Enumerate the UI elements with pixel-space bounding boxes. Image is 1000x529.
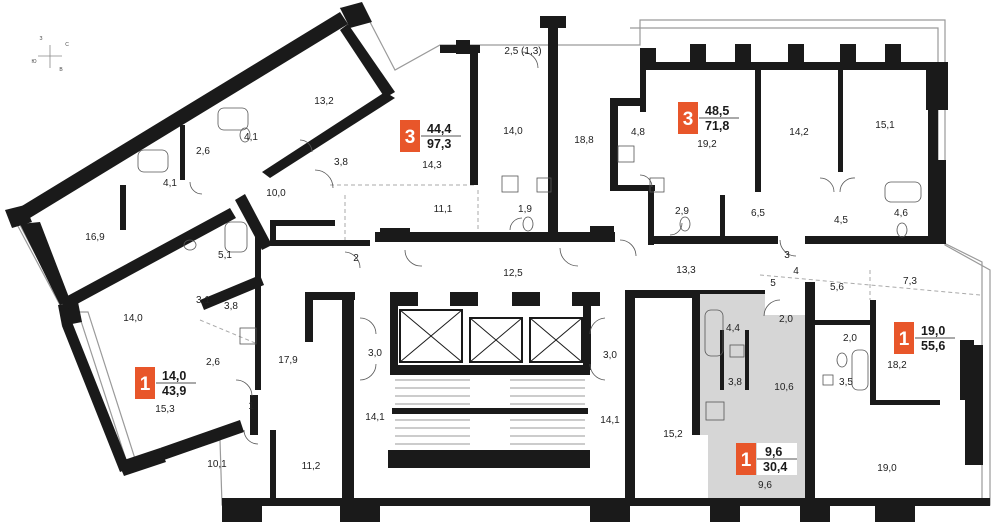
room-label: 15,1 (875, 120, 895, 131)
apartment-badge-3-b[interactable]: 3 48,5 71,8 (678, 102, 739, 134)
room-label: 14,0 (123, 313, 143, 324)
room-label: 4,1 (244, 132, 258, 143)
room-label: 10,1 (207, 459, 227, 470)
compass-west: Ю (31, 59, 36, 65)
room-label: 2 (353, 253, 359, 264)
bathroom-fixtures (137, 107, 922, 421)
apartment-total-area: 43,9 (162, 384, 186, 398)
room-label: 3,8 (334, 157, 348, 168)
compass-south: В (59, 67, 63, 73)
apartment-living-area: 9,6 (765, 445, 782, 459)
room-label: 3,5 (839, 377, 853, 388)
room-label: 19,2 (697, 139, 717, 150)
apartment-rooms-count: 3 (683, 109, 694, 130)
room-label: 4 (793, 266, 799, 277)
room-label: 4,8 (631, 127, 645, 138)
room-label: 6,5 (751, 208, 765, 219)
room-label: 4,1 (163, 178, 177, 189)
apartment-rooms-count: 3 (405, 127, 416, 148)
apartment-living-area: 14,0 (162, 369, 186, 383)
room-label: 4,5 (834, 215, 848, 226)
room-label: 2,6 (206, 357, 220, 368)
apartment-total-area: 30,4 (763, 460, 787, 474)
room-label: 4,4 (726, 323, 740, 334)
room-label: 2,0 (843, 333, 857, 344)
room-label: 3,8 (728, 377, 742, 388)
room-label: 9,6 (758, 480, 772, 491)
room-label: 14,2 (789, 127, 809, 138)
room-label: 1 (248, 401, 254, 412)
room-label: 3,0 (368, 348, 382, 359)
apartment-total-area: 71,8 (705, 119, 729, 133)
room-label: 16,9 (85, 232, 105, 243)
room-label: 3,1 (196, 295, 210, 306)
apartment-total-area: 97,3 (427, 137, 451, 151)
apartment-living-area: 44,4 (427, 122, 451, 136)
room-label: 3,8 (224, 301, 238, 312)
room-label: 3 (784, 250, 790, 261)
room-label: 18,8 (574, 135, 594, 146)
compass-rose: З С Ю В (31, 36, 69, 73)
apartment-total-area: 55,6 (921, 339, 945, 353)
apartment-badge-1-a[interactable]: 1 19,0 55,6 (894, 322, 955, 354)
room-label: 4,6 (894, 208, 908, 219)
staircase (392, 379, 588, 445)
elevator-shafts (399, 309, 583, 363)
door-swings (189, 51, 856, 445)
apartment-rooms-count: 1 (741, 450, 752, 471)
room-label: 15,2 (663, 429, 683, 440)
room-label: 10,0 (266, 188, 286, 199)
apartment-living-area: 19,0 (921, 324, 945, 338)
room-label: 3,0 (603, 350, 617, 361)
room-label: 14,1 (600, 415, 620, 426)
room-label: 13,2 (314, 96, 334, 107)
room-label: 7,3 (903, 276, 917, 287)
room-label: 11,1 (434, 204, 453, 215)
room-label: 5,1 (218, 250, 232, 261)
room-label: 12,5 (503, 268, 523, 279)
room-label: 2,5 (1,3) (504, 46, 541, 57)
compass-north: З (39, 36, 42, 42)
walls (5, 2, 990, 522)
room-label: 14,3 (422, 160, 442, 171)
apartment-badge-3-a[interactable]: 3 44,4 97,3 (400, 120, 461, 152)
room-label: 2,9 (675, 206, 689, 217)
room-label: 1,9 (518, 204, 532, 215)
room-label: 15,3 (155, 404, 175, 415)
room-label: 10,6 (774, 382, 794, 393)
zone-dividers (199, 184, 981, 346)
room-label: 18,2 (887, 360, 907, 371)
apartment-living-area: 48,5 (705, 104, 729, 118)
room-label: 19,0 (877, 463, 897, 474)
room-label: 17,9 (278, 355, 298, 366)
room-label: 13,3 (676, 265, 696, 276)
room-label: 5 (770, 278, 776, 289)
room-label: 14,0 (503, 126, 523, 137)
apartment-badge-1-c[interactable]: 1 9,6 30,4 (736, 443, 797, 475)
room-labels: 13,2 4,1 2,6 4,1 10,0 3,8 16,9 2,5 (1,3)… (85, 46, 917, 491)
apartment-rooms-count: 1 (899, 329, 910, 350)
room-label: 14,1 (365, 412, 385, 423)
room-label: 2,0 (779, 314, 793, 325)
apartment-rooms-count: 1 (140, 374, 151, 395)
compass-east: С (65, 42, 69, 48)
room-label: 5,6 (830, 282, 844, 293)
apartment-badge-1-b[interactable]: 1 14,0 43,9 (135, 367, 196, 399)
room-label: 11,2 (302, 461, 321, 472)
room-label: 2,6 (196, 146, 210, 157)
